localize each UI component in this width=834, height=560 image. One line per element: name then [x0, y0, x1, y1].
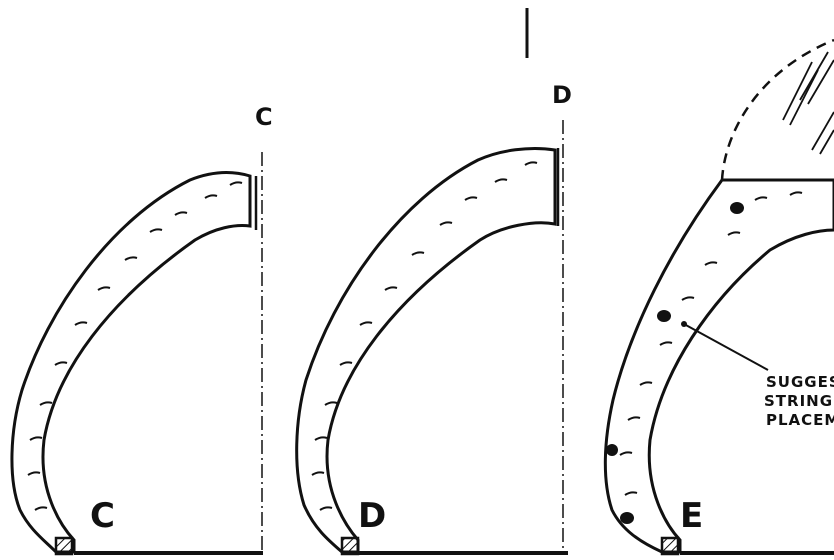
callout-line-2: STRINGER — [764, 392, 834, 410]
section-e-glass-hatching — [782, 51, 834, 155]
stringer-callout: SUGGESTE STRINGER PLACEMEN — [764, 373, 834, 429]
stringer-dot — [606, 444, 618, 456]
section-d-frame — [295, 146, 557, 554]
section-e-cabin-dome — [720, 38, 834, 181]
section-e-bottom-label: E — [680, 496, 703, 536]
section-e-frame — [603, 178, 834, 554]
callout-leader-tip — [681, 321, 687, 327]
section-d-top-label: D — [552, 81, 572, 109]
section-c-keel-block — [54, 536, 74, 556]
stringer-dot — [620, 512, 634, 524]
section-d: D D — [295, 81, 572, 556]
callout-leader-line — [683, 323, 769, 371]
section-d-bottom-label: D — [358, 496, 386, 536]
section-c-frame — [10, 171, 252, 554]
section-e: E SUGGESTE STRINGER PLACEMEN — [603, 38, 834, 556]
section-c-top-label: C — [255, 103, 273, 131]
stringer-dot — [657, 310, 671, 322]
stringer-dot — [730, 202, 744, 214]
section-e-keel-block — [660, 536, 680, 556]
section-c-grain-marks — [27, 181, 243, 511]
section-d-keel-block — [340, 536, 360, 556]
section-c-bottom-label: C — [90, 496, 115, 536]
callout-line-3: PLACEMEN — [766, 411, 834, 429]
section-d-grain-marks — [311, 161, 538, 511]
section-c: C C — [10, 103, 273, 556]
callout-line-1: SUGGESTE — [766, 373, 834, 391]
section-e-stringer-dots — [606, 202, 744, 524]
section-e-grain-marks — [619, 191, 803, 496]
